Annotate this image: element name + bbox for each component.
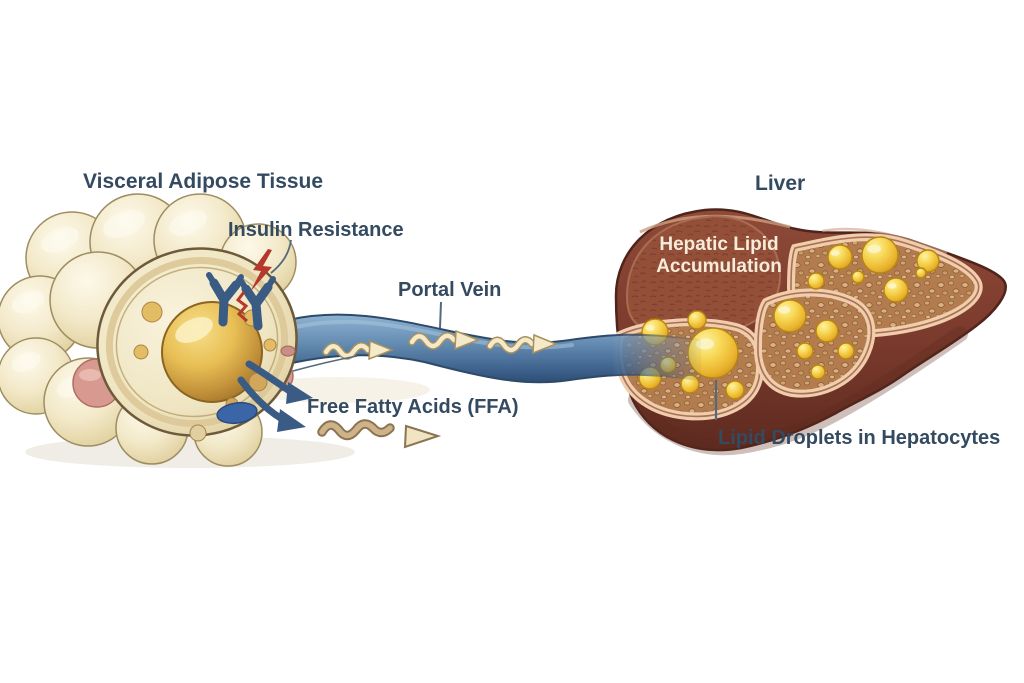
insulin-pointer-line (270, 239, 292, 274)
cast-shadows (25, 377, 430, 468)
flow-arrow-icon (486, 333, 559, 355)
lipid-droplets-label: Lipid Droplets in Hepatocytes (718, 427, 1000, 449)
visceral-adipose-label: Visceral Adipose Tissue (83, 170, 323, 193)
portal-pointer-line (439, 301, 442, 329)
free-fatty-acids-label: Free Fatty Acids (FFA) (307, 396, 519, 418)
ffa-wave-arrow-icon (317, 419, 442, 449)
membrane-cell (280, 345, 296, 357)
flow-arrow-icon (408, 329, 481, 351)
insulin-resistance-label: Insulin Resistance (228, 219, 404, 241)
ffa-release-arrows (237, 360, 313, 432)
liver-top-sheen-right (821, 227, 948, 255)
liver-label: Liver (755, 172, 805, 195)
lightning-bolt-icon (250, 249, 272, 292)
portal-vein-label: Portal Vein (398, 279, 501, 301)
resistance-zigzag-icon (235, 291, 249, 323)
insulin-receptor-icon (206, 272, 276, 331)
portal-vein (287, 313, 701, 384)
ffa-pointer-line (292, 355, 358, 372)
cell-lipid-droplet (161, 301, 263, 403)
liver (614, 208, 1007, 456)
portal-vein-tube (287, 313, 701, 384)
flow-arrow-icon (322, 339, 395, 361)
cell-nucleus (216, 401, 258, 425)
hepatic-lipid-label-line2: Accumulation (656, 256, 782, 277)
liver-bottom-shading (628, 326, 968, 456)
hepatic-lipid-label-line1: Hepatic Lipid (659, 234, 778, 255)
